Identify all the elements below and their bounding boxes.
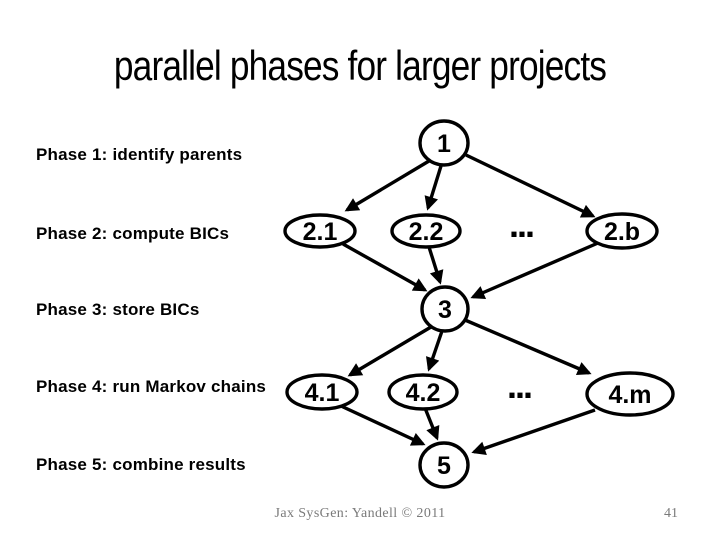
node-2.1-ellipse [283, 213, 357, 249]
node-5-label: 5 [437, 452, 451, 480]
phase-3-label: Phase 3: store BICs [36, 300, 200, 319]
row-4-ellipsis: ... [507, 365, 531, 406]
node-5-ellipse [418, 441, 470, 489]
edge-2.2-to-3 [427, 246, 444, 285]
phase-4-label: Phase 4: run Markov chains [36, 377, 267, 396]
edge-2.1-to-3 [342, 242, 428, 292]
node-2.b-label: 2.b [604, 218, 640, 246]
edge-1-to-2.1 [344, 159, 430, 212]
node-4.m-label: 4.m [608, 381, 651, 409]
edge-4.m-to-5 [471, 408, 596, 455]
node-2.1-label: 2.1 [303, 218, 338, 246]
edge-3-to-4.2 [426, 330, 444, 372]
edge-4.1-to-5 [340, 404, 426, 446]
phase-5-label: Phase 5: combine results [36, 455, 246, 474]
node-4.2-label: 4.2 [406, 379, 441, 407]
phase-2-label: Phase 2: compute BICs [36, 224, 230, 243]
row-2-ellipsis: ... [509, 204, 533, 245]
node-4.1-label: 4.1 [305, 379, 340, 407]
edge-1-to-2.2 [424, 165, 443, 211]
edge-2.b-to-3 [470, 241, 599, 299]
node-4.2-ellipse [387, 373, 459, 411]
node-3-ellipse [420, 285, 470, 333]
edge-4.2-to-5 [423, 407, 440, 441]
edge-1-to-2.b [465, 153, 596, 218]
edge-3-to-4.1 [347, 325, 432, 377]
node-2.2-ellipse [390, 213, 462, 249]
node-1-ellipse [418, 119, 470, 167]
node-4.m-ellipse [585, 371, 675, 417]
slide-number: 41 [664, 506, 678, 521]
edge-3-to-4.m [464, 318, 592, 376]
node-2.2-label: 2.2 [409, 218, 444, 246]
footer-credit: Jax SysGen: Yandell © 2011 [274, 506, 446, 521]
node-3-label: 3 [438, 296, 452, 324]
node-2.b-ellipse [585, 212, 659, 250]
node-4.1-ellipse [285, 373, 359, 411]
phase-1-label: Phase 1: identify parents [36, 145, 243, 164]
node-1-label: 1 [437, 130, 451, 158]
slide-title: parallel phases for larger projects [113, 42, 607, 89]
